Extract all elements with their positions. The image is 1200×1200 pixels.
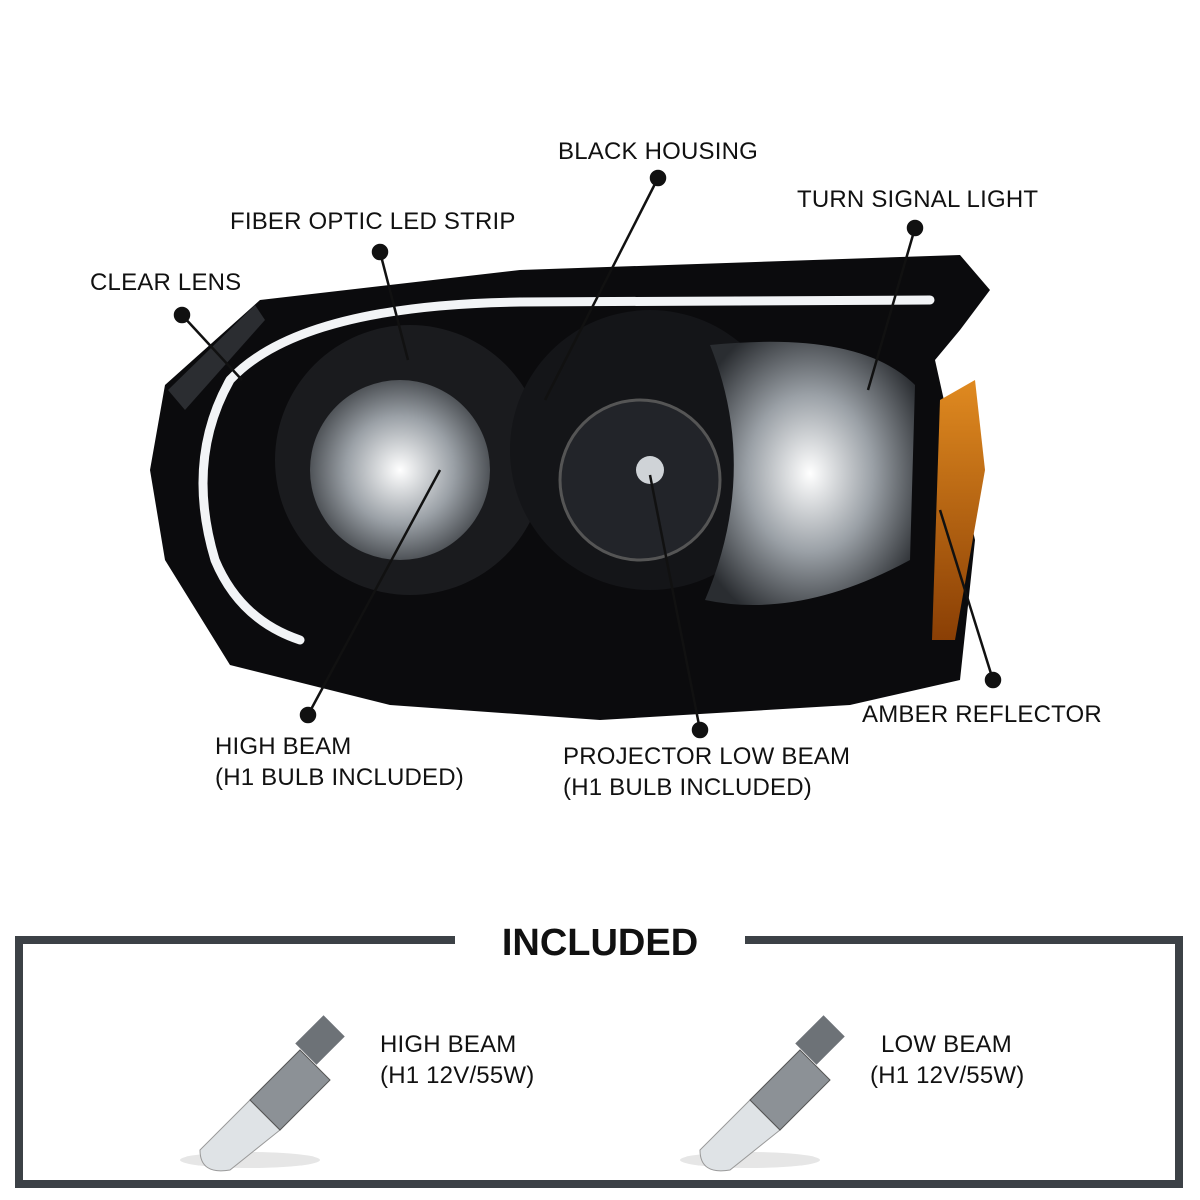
callout-lines (173, 169, 1002, 739)
fiber-optic-led-strip (198, 295, 935, 645)
label-fiber-optic-led-strip: FIBER OPTIC LED STRIP (230, 208, 516, 235)
label-line: (H1 12V/55W) (870, 1062, 1025, 1089)
label-projector-low-beam: PROJECTOR LOW BEAM (H1 BULB INCLUDED) (563, 741, 850, 803)
label-amber-reflector: AMBER REFLECTOR (862, 701, 1102, 728)
label-black-housing: BLACK HOUSING (558, 138, 758, 165)
label-line: (H1 12V/55W) (380, 1062, 535, 1089)
label-line: HIGH BEAM (380, 1031, 517, 1058)
label-clear-lens: CLEAR LENS (90, 269, 242, 296)
headlight-illustration (150, 169, 1002, 739)
included-title: INCLUDED (455, 918, 745, 968)
label-line: PROJECTOR LOW BEAM (563, 743, 851, 770)
label-line: LOW BEAM (881, 1031, 1012, 1058)
label-line: (H1 BULB INCLUDED) (215, 764, 464, 791)
amber-reflector (932, 380, 985, 640)
turn-signal-reflector (705, 341, 915, 605)
label-turn-signal-light: TURN SIGNAL LIGHT (797, 186, 1039, 213)
included-low-beam: LOW BEAM (H1 12V/55W) (870, 1029, 1024, 1091)
projector-lens (558, 398, 722, 562)
label-line: HIGH BEAM (215, 733, 352, 760)
high-beam-reflector (310, 380, 490, 560)
clear-lens-edge (168, 305, 265, 410)
label-line: (H1 BULB INCLUDED) (563, 774, 812, 801)
included-high-beam: HIGH BEAM (H1 12V/55W) (380, 1029, 534, 1091)
label-high-beam: HIGH BEAM (H1 BULB INCLUDED) (215, 731, 464, 793)
